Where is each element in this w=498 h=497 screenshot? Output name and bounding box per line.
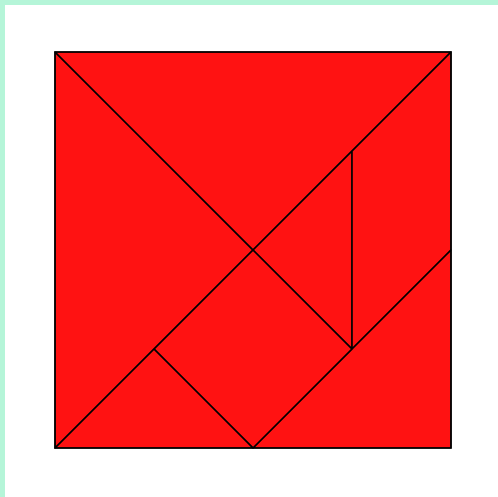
tangram-figure	[0, 0, 498, 497]
